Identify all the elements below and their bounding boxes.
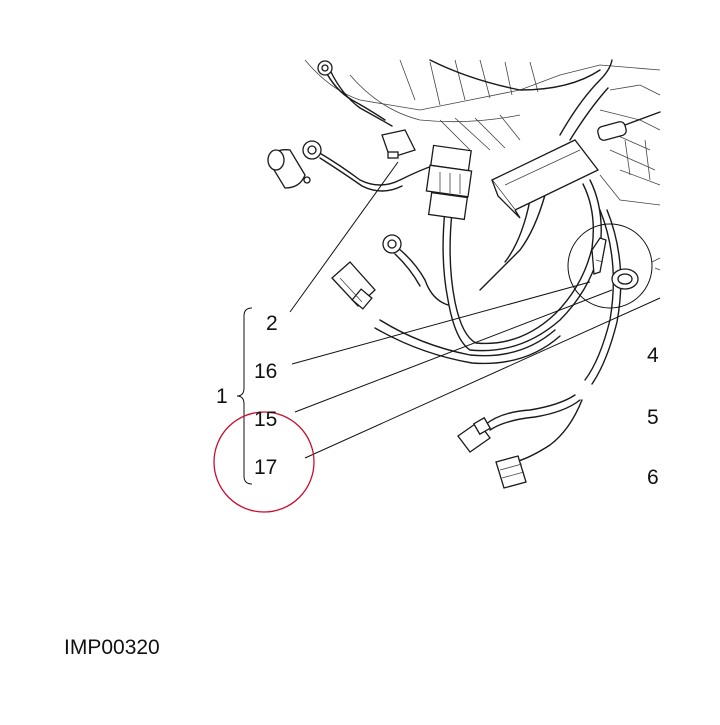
group-label: 1 [216,385,228,408]
seal-ring-item-15 [611,268,639,290]
detail-circle [567,223,661,309]
leader-lines [289,161,661,459]
callout-item-16: 16 [254,360,277,383]
callout-item-5: 5 [647,406,659,429]
callout-item-15: 15 [254,408,277,431]
terminal-ring-left [302,140,322,160]
highlight-circle [213,411,315,513]
connector-plug-lower-1 [457,416,492,453]
harness-wires [317,59,622,463]
connector-plug-left [331,261,376,310]
connector-small-top [381,129,416,159]
terminal-ring-top [317,60,333,76]
connector-plug-lower-2 [495,455,527,489]
terminal-ring-mid [382,234,402,254]
cap-part [267,149,311,189]
callout-item-4: 4 [647,344,659,367]
coupler-top-right [597,111,661,141]
figure-code: IMP00320 [64,636,160,659]
connector-multi-pin [425,144,473,221]
callout-item-6: 6 [647,466,659,489]
callout-item-2: 2 [266,312,278,335]
callout-item-17: 17 [254,456,277,479]
connector-long-housing [490,139,600,219]
group-bracket [236,307,253,485]
terminal-pin-item-16 [591,237,607,275]
